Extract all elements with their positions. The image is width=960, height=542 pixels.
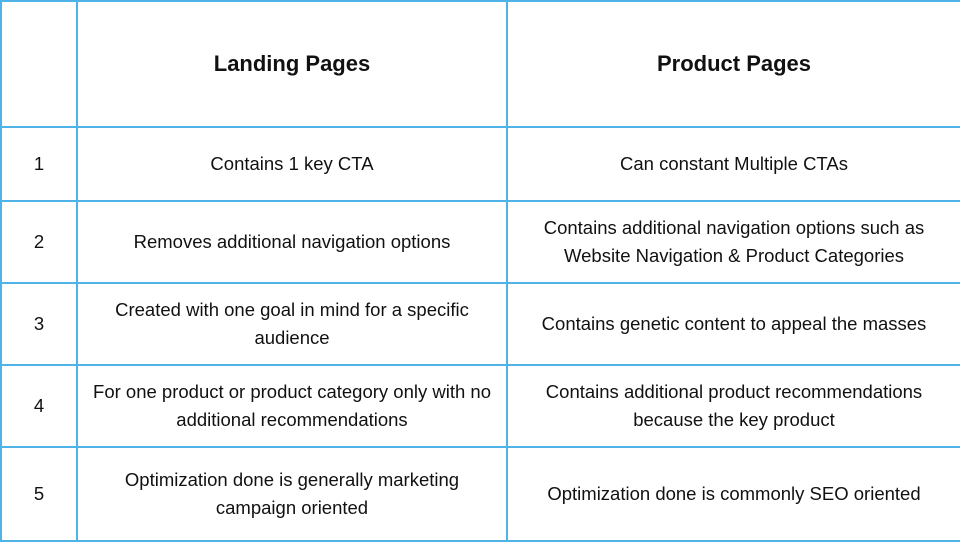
row-number: 5 — [0, 446, 78, 542]
landing-cell: Optimization done is generally marketing… — [76, 446, 508, 542]
row-number: 1 — [0, 126, 78, 202]
row-number: 4 — [0, 364, 78, 448]
header-number-cell — [0, 0, 78, 128]
product-cell: Contains additional navigation options s… — [506, 200, 960, 284]
table-row: 1 Contains 1 key CTA Can constant Multip… — [0, 126, 960, 202]
row-number: 2 — [0, 200, 78, 284]
header-landing-pages: Landing Pages — [76, 0, 508, 128]
landing-cell: For one product or product category only… — [76, 364, 508, 448]
product-cell: Contains additional product recommendati… — [506, 364, 960, 448]
product-cell: Contains genetic content to appeal the m… — [506, 282, 960, 366]
landing-cell: Contains 1 key CTA — [76, 126, 508, 202]
table-row: 2 Removes additional navigation options … — [0, 200, 960, 284]
landing-cell: Created with one goal in mind for a spec… — [76, 282, 508, 366]
table-row: 3 Created with one goal in mind for a sp… — [0, 282, 960, 366]
header-product-pages: Product Pages — [506, 0, 960, 128]
product-cell: Optimization done is commonly SEO orient… — [506, 446, 960, 542]
header-row: Landing Pages Product Pages — [0, 0, 960, 128]
landing-cell: Removes additional navigation options — [76, 200, 508, 284]
product-cell: Can constant Multiple CTAs — [506, 126, 960, 202]
row-number: 3 — [0, 282, 78, 366]
table-row: 5 Optimization done is generally marketi… — [0, 446, 960, 542]
table-row: 4 For one product or product category on… — [0, 364, 960, 448]
